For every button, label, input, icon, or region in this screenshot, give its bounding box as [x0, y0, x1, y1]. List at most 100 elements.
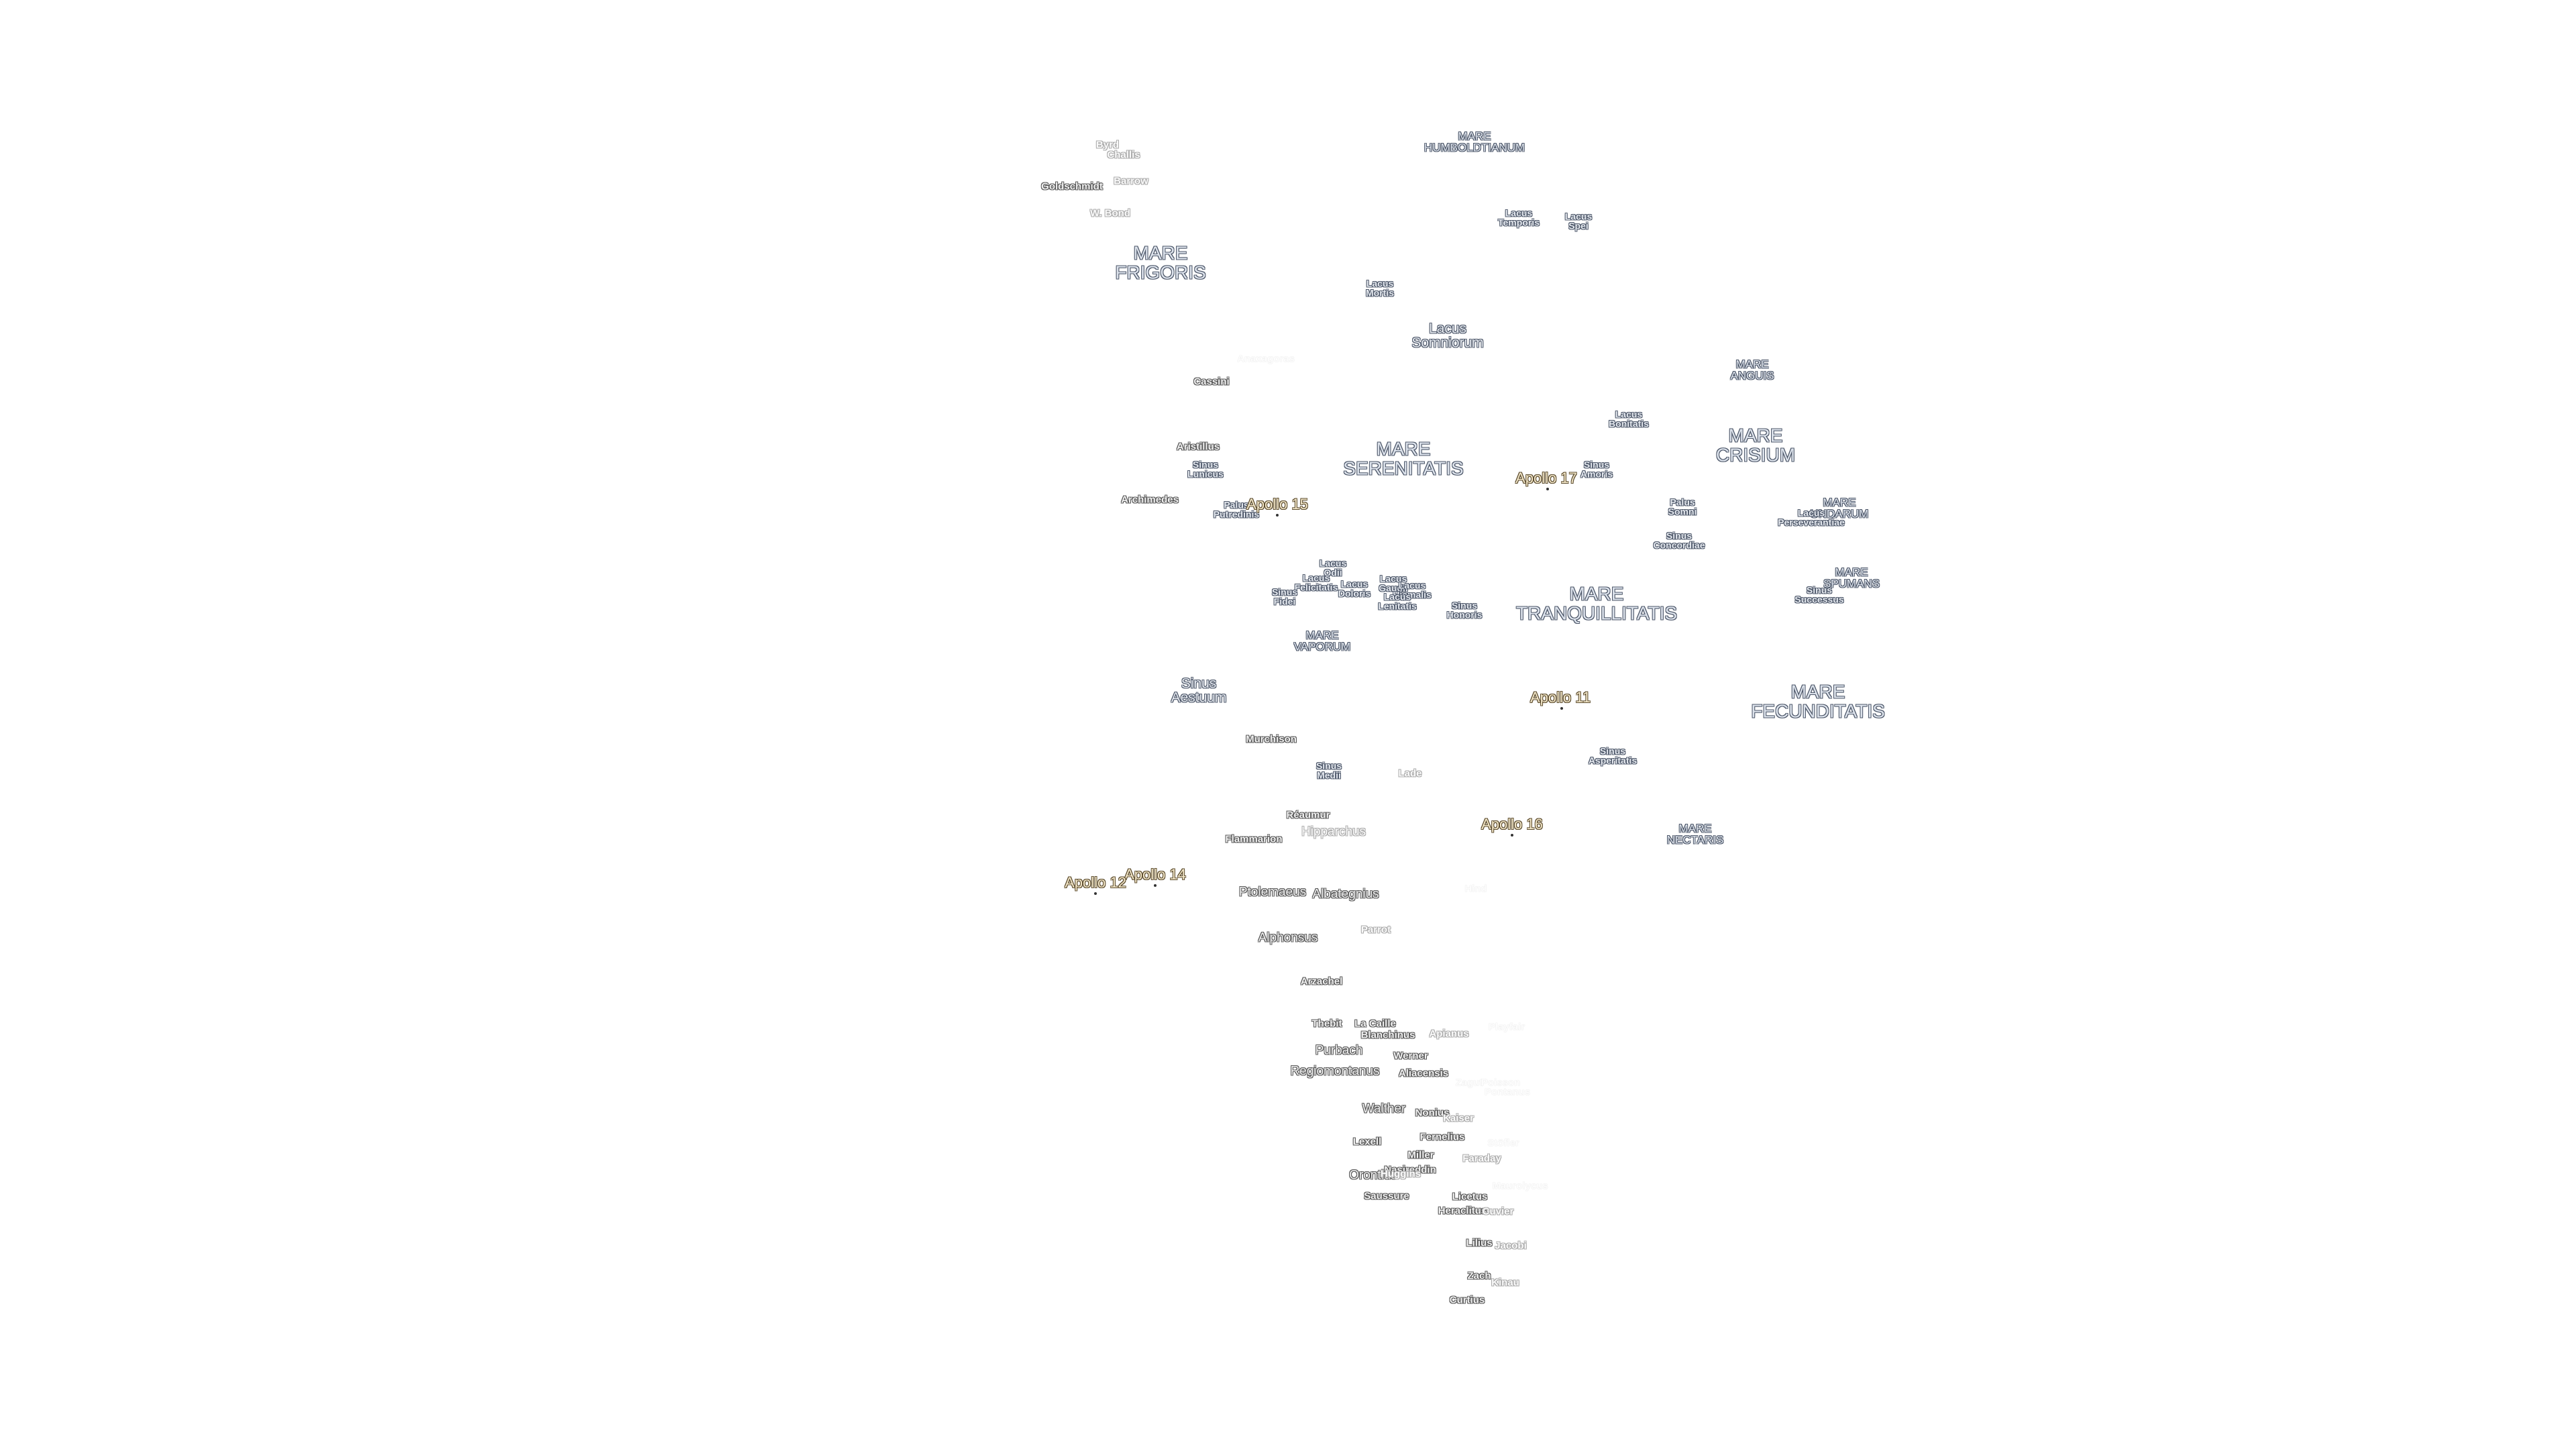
crater-label[interactable]: Anaxagoras: [1237, 353, 1295, 365]
landing-site-marker[interactable]: [1511, 834, 1513, 837]
mare-label[interactable]: MARE HUMBOLDTIANUM: [1424, 129, 1525, 154]
lake-label[interactable]: Sinus Fidei: [1271, 586, 1298, 607]
crater-label[interactable]: Archimedes: [1121, 494, 1179, 506]
crater-label[interactable]: Zagut: [1455, 1077, 1483, 1089]
crater-label[interactable]: Orontius: [1349, 1168, 1397, 1183]
lake-label[interactable]: Lacus Temporis: [1498, 207, 1540, 228]
crater-label[interactable]: Ptolemaeus: [1238, 885, 1307, 900]
crater-label[interactable]: Stöfler: [1487, 1137, 1519, 1149]
crater-label[interactable]: Parrot: [1360, 924, 1391, 936]
mare-label[interactable]: MARE TRANQUILLITATIS: [1515, 583, 1678, 623]
crater-label[interactable]: Cassini: [1193, 376, 1230, 388]
crater-label[interactable]: Poisson: [1481, 1077, 1521, 1089]
crater-label[interactable]: Réaumur: [1286, 809, 1330, 821]
crater-label[interactable]: Arzachel: [1300, 975, 1343, 987]
lake-label[interactable]: Lacus Hiemalis: [1393, 580, 1432, 600]
mare-label[interactable]: MARE SPUMANS: [1823, 566, 1880, 590]
crater-label[interactable]: Hind: [1464, 883, 1487, 895]
crater-label[interactable]: Hipparchus: [1301, 824, 1366, 839]
crater-label[interactable]: Walther: [1362, 1102, 1406, 1116]
lake-label[interactable]: Sinus Medii: [1316, 760, 1342, 781]
mare-label[interactable]: MARE SERENITATIS: [1343, 438, 1464, 478]
lake-label[interactable]: Lacus Bonitatis: [1609, 409, 1649, 429]
crater-label[interactable]: Playfair: [1488, 1021, 1525, 1033]
crater-label[interactable]: Apianus: [1429, 1028, 1469, 1040]
lake-label[interactable]: Lacus Lenitatis: [1378, 591, 1417, 612]
crater-label[interactable]: Nasireddin: [1384, 1164, 1436, 1176]
lake-label[interactable]: Sinus Honoris: [1446, 600, 1483, 621]
mare-label[interactable]: MARE NECTARIS: [1666, 822, 1724, 847]
mare-label[interactable]: MARE FRIGORIS: [1115, 242, 1206, 282]
lake-label[interactable]: Sinus Concordiae: [1653, 530, 1705, 551]
crater-label[interactable]: Maurolycus: [1492, 1180, 1548, 1192]
mare-label[interactable]: MARE ANGUIS: [1730, 358, 1774, 382]
crater-label[interactable]: Alphonsus: [1258, 930, 1318, 945]
crater-label[interactable]: Barrow: [1114, 175, 1148, 187]
crater-label[interactable]: Purbach: [1315, 1043, 1363, 1058]
crater-label[interactable]: Huggins: [1381, 1168, 1421, 1180]
mare-label[interactable]: MARE CRISIUM: [1715, 425, 1796, 465]
lake-label[interactable]: Lacus Doloris: [1338, 578, 1371, 599]
crater-label[interactable]: Albategnius: [1312, 887, 1379, 902]
crater-label[interactable]: Murchison: [1246, 733, 1297, 745]
crater-label[interactable]: Pontanus: [1484, 1086, 1531, 1098]
lake-label[interactable]: Lacus Gaudii: [1379, 573, 1408, 594]
landing-site-marker[interactable]: [1276, 514, 1279, 517]
crater-label[interactable]: Saussure: [1364, 1190, 1409, 1202]
crater-label[interactable]: Faraday: [1462, 1152, 1501, 1165]
crater-label[interactable]: Fernelius: [1419, 1131, 1465, 1143]
lake-label[interactable]: Sinus Asperitatis: [1588, 745, 1638, 766]
crater-label[interactable]: Werner: [1393, 1050, 1428, 1062]
apollo-site-label[interactable]: Apollo 16: [1481, 815, 1543, 833]
mare-label[interactable]: MARE VAPORUM: [1293, 629, 1351, 653]
lake-label[interactable]: Lacus Odii: [1319, 557, 1347, 578]
lake-label[interactable]: Lacus Spei: [1564, 211, 1593, 231]
crater-label[interactable]: Licetus: [1452, 1191, 1488, 1203]
lake-label[interactable]: Lacus Felicitatis: [1294, 572, 1338, 593]
apollo-site-label[interactable]: Apollo 11: [1529, 688, 1591, 706]
crater-label[interactable]: Flammarion: [1225, 833, 1283, 845]
crater-label[interactable]: Thebit: [1311, 1018, 1342, 1030]
landing-site-marker[interactable]: [1154, 884, 1157, 887]
landing-site-marker[interactable]: [1094, 892, 1097, 895]
mare-label[interactable]: MARE UNDARUM: [1810, 496, 1869, 521]
crater-label[interactable]: Miller: [1407, 1149, 1434, 1161]
crater-label[interactable]: Cuvier: [1482, 1205, 1514, 1218]
landing-site-marker[interactable]: [1546, 488, 1549, 490]
crater-label[interactable]: Lexell: [1352, 1136, 1382, 1148]
lake-label[interactable]: Sinus Aestuum: [1171, 676, 1227, 706]
crater-label[interactable]: Lade: [1398, 767, 1422, 780]
crater-label[interactable]: Aristillus: [1176, 441, 1220, 453]
crater-label[interactable]: Kaiser: [1443, 1112, 1474, 1124]
crater-label[interactable]: Nonius: [1415, 1107, 1450, 1119]
apollo-site-label[interactable]: Apollo 14: [1124, 865, 1186, 883]
lake-label[interactable]: Sinus Successus: [1794, 584, 1844, 605]
crater-label[interactable]: Challis: [1107, 149, 1140, 161]
crater-label[interactable]: Curtius: [1449, 1294, 1485, 1306]
lake-label[interactable]: Sinus Lunicus: [1187, 459, 1224, 480]
crater-label[interactable]: La Caille: [1354, 1018, 1396, 1030]
crater-label[interactable]: Jacobi: [1495, 1240, 1527, 1252]
crater-label[interactable]: W. Bond: [1090, 207, 1130, 219]
lake-label[interactable]: Palus Somni: [1668, 496, 1697, 517]
crater-label[interactable]: Kinau: [1491, 1277, 1519, 1289]
lake-label[interactable]: Palus Putredinis: [1213, 499, 1260, 520]
lake-label[interactable]: Sinus Amoris: [1580, 459, 1613, 480]
crater-label[interactable]: Lilius: [1466, 1237, 1493, 1249]
lake-label[interactable]: Lacus Perseverantiae: [1778, 507, 1845, 528]
apollo-site-label[interactable]: Apollo 12: [1065, 873, 1126, 891]
apollo-site-label[interactable]: Apollo 15: [1246, 495, 1308, 513]
apollo-site-label[interactable]: Apollo 17: [1515, 469, 1577, 486]
landing-site-marker[interactable]: [1560, 707, 1563, 710]
mare-label[interactable]: MARE FECUNDITATIS: [1751, 681, 1885, 721]
lake-label[interactable]: Lacus Mortis: [1366, 278, 1394, 299]
crater-label[interactable]: Heraclitus: [1438, 1205, 1487, 1217]
lake-label[interactable]: Lacus Somniorum: [1411, 321, 1484, 351]
crater-label[interactable]: Zach: [1467, 1270, 1491, 1282]
crater-label[interactable]: Goldschmidt: [1041, 180, 1103, 193]
crater-label[interactable]: Blanchinus: [1360, 1029, 1415, 1041]
crater-label[interactable]: Aliacensis: [1398, 1067, 1449, 1079]
crater-label[interactable]: Byrd: [1095, 139, 1120, 151]
crater-label[interactable]: Regiomontanus: [1290, 1064, 1380, 1079]
